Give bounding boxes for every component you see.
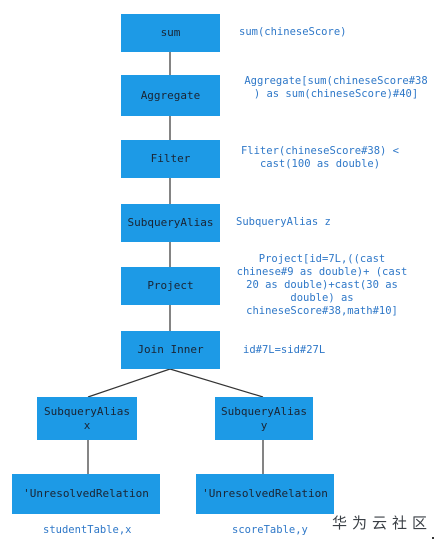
corner-dot — [432, 537, 434, 539]
node-aggregate: Aggregate — [121, 75, 220, 116]
node-sum: sum — [121, 14, 220, 52]
annotation-sum: sum(chineseScore) — [239, 26, 347, 38]
node-project: Project — [121, 267, 220, 305]
edge-join-left — [87, 368, 171, 398]
node-unresolved-right: 'UnresolvedRelation — [196, 474, 334, 514]
table-label-left: studentTable,x — [43, 524, 132, 536]
watermark: 华为云社区 — [331, 514, 432, 532]
annotation-join-inner: id#7L=sid#27L — [243, 344, 326, 356]
node-join-inner: Join Inner — [121, 331, 220, 369]
table-label-right: scoreTable,y — [232, 524, 308, 536]
node-filter: Filter — [121, 140, 220, 178]
node-subquery-alias-x: SubqueryAlias x — [37, 397, 137, 440]
annotation-filter: Fliter(chineseScore#38) < cast(100 as do… — [240, 145, 400, 170]
node-subquery-alias: SubqueryAlias — [121, 204, 220, 242]
node-subquery-alias-y: SubqueryAlias y — [215, 397, 313, 440]
annotation-project: Project[id=7L,((cast chinese#9 as double… — [236, 253, 408, 317]
edge-join-right — [169, 368, 264, 398]
annotation-aggregate: Aggregate[sum(chineseScore#38 ) as sum(c… — [244, 75, 428, 100]
node-unresolved-left: 'UnresolvedRelation — [12, 474, 160, 514]
annotation-subquery-alias: SubqueryAlias z — [236, 216, 331, 228]
